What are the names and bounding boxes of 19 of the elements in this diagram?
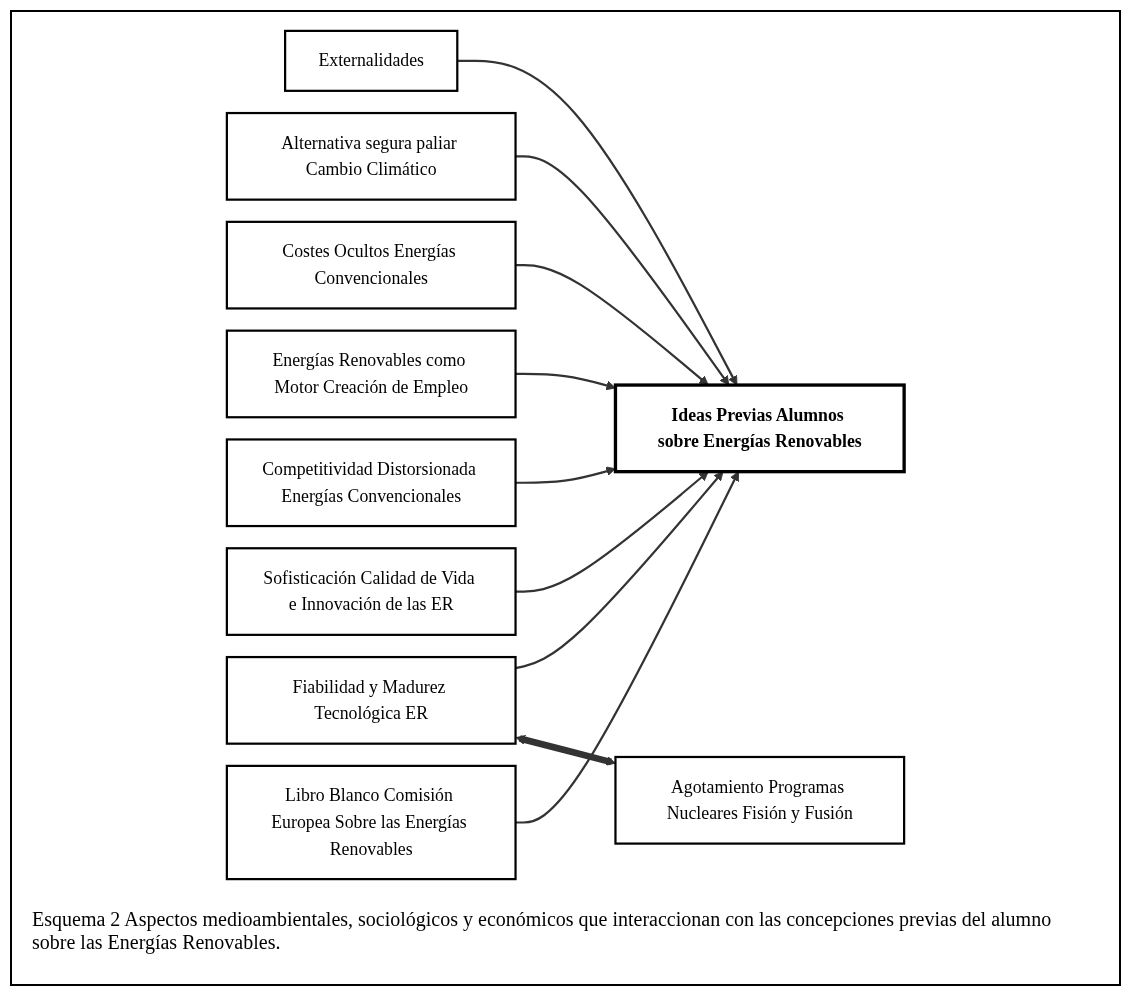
arrow — [515, 471, 724, 670]
arrow — [515, 264, 709, 386]
node-box: Agotamiento Programas Nucleares Fisión y Fusión — [614, 755, 906, 845]
node-box: Sofisticación Calidad de Vida e Innovación de las ER — [225, 547, 517, 636]
node-box: Costes Ocultos Energías Convencionales — [225, 220, 517, 310]
arrow — [515, 372, 616, 391]
node-box: Competitividad Distorsionada Energías Convencionales — [225, 438, 517, 528]
node-box: Energías Renovables como Motor Creación de Empleo — [225, 329, 517, 419]
node-box: Externalidades — [284, 29, 459, 92]
arrow — [457, 59, 738, 386]
node-box: Libro Blanco Comisión Europea Sobre las Energías Renovables — [225, 764, 517, 881]
caption: Esquema 2 Aspectos medioambientales, sociológicos y económicos que interaccionan con las concepciones previas del alumno sobre las Energías Renovables. — [31, 907, 1053, 956]
arrow — [515, 471, 709, 593]
node-box: Alternativa segura paliar Cambio Climático — [225, 111, 517, 201]
arrow — [515, 471, 739, 824]
node-box: Ideas Previas Alumnos sobre Energías Renovables — [613, 383, 906, 474]
arrow — [515, 155, 730, 386]
arrow — [515, 735, 616, 766]
node-box: Fiabilidad y Madurez Tecnológica ER — [225, 655, 517, 745]
